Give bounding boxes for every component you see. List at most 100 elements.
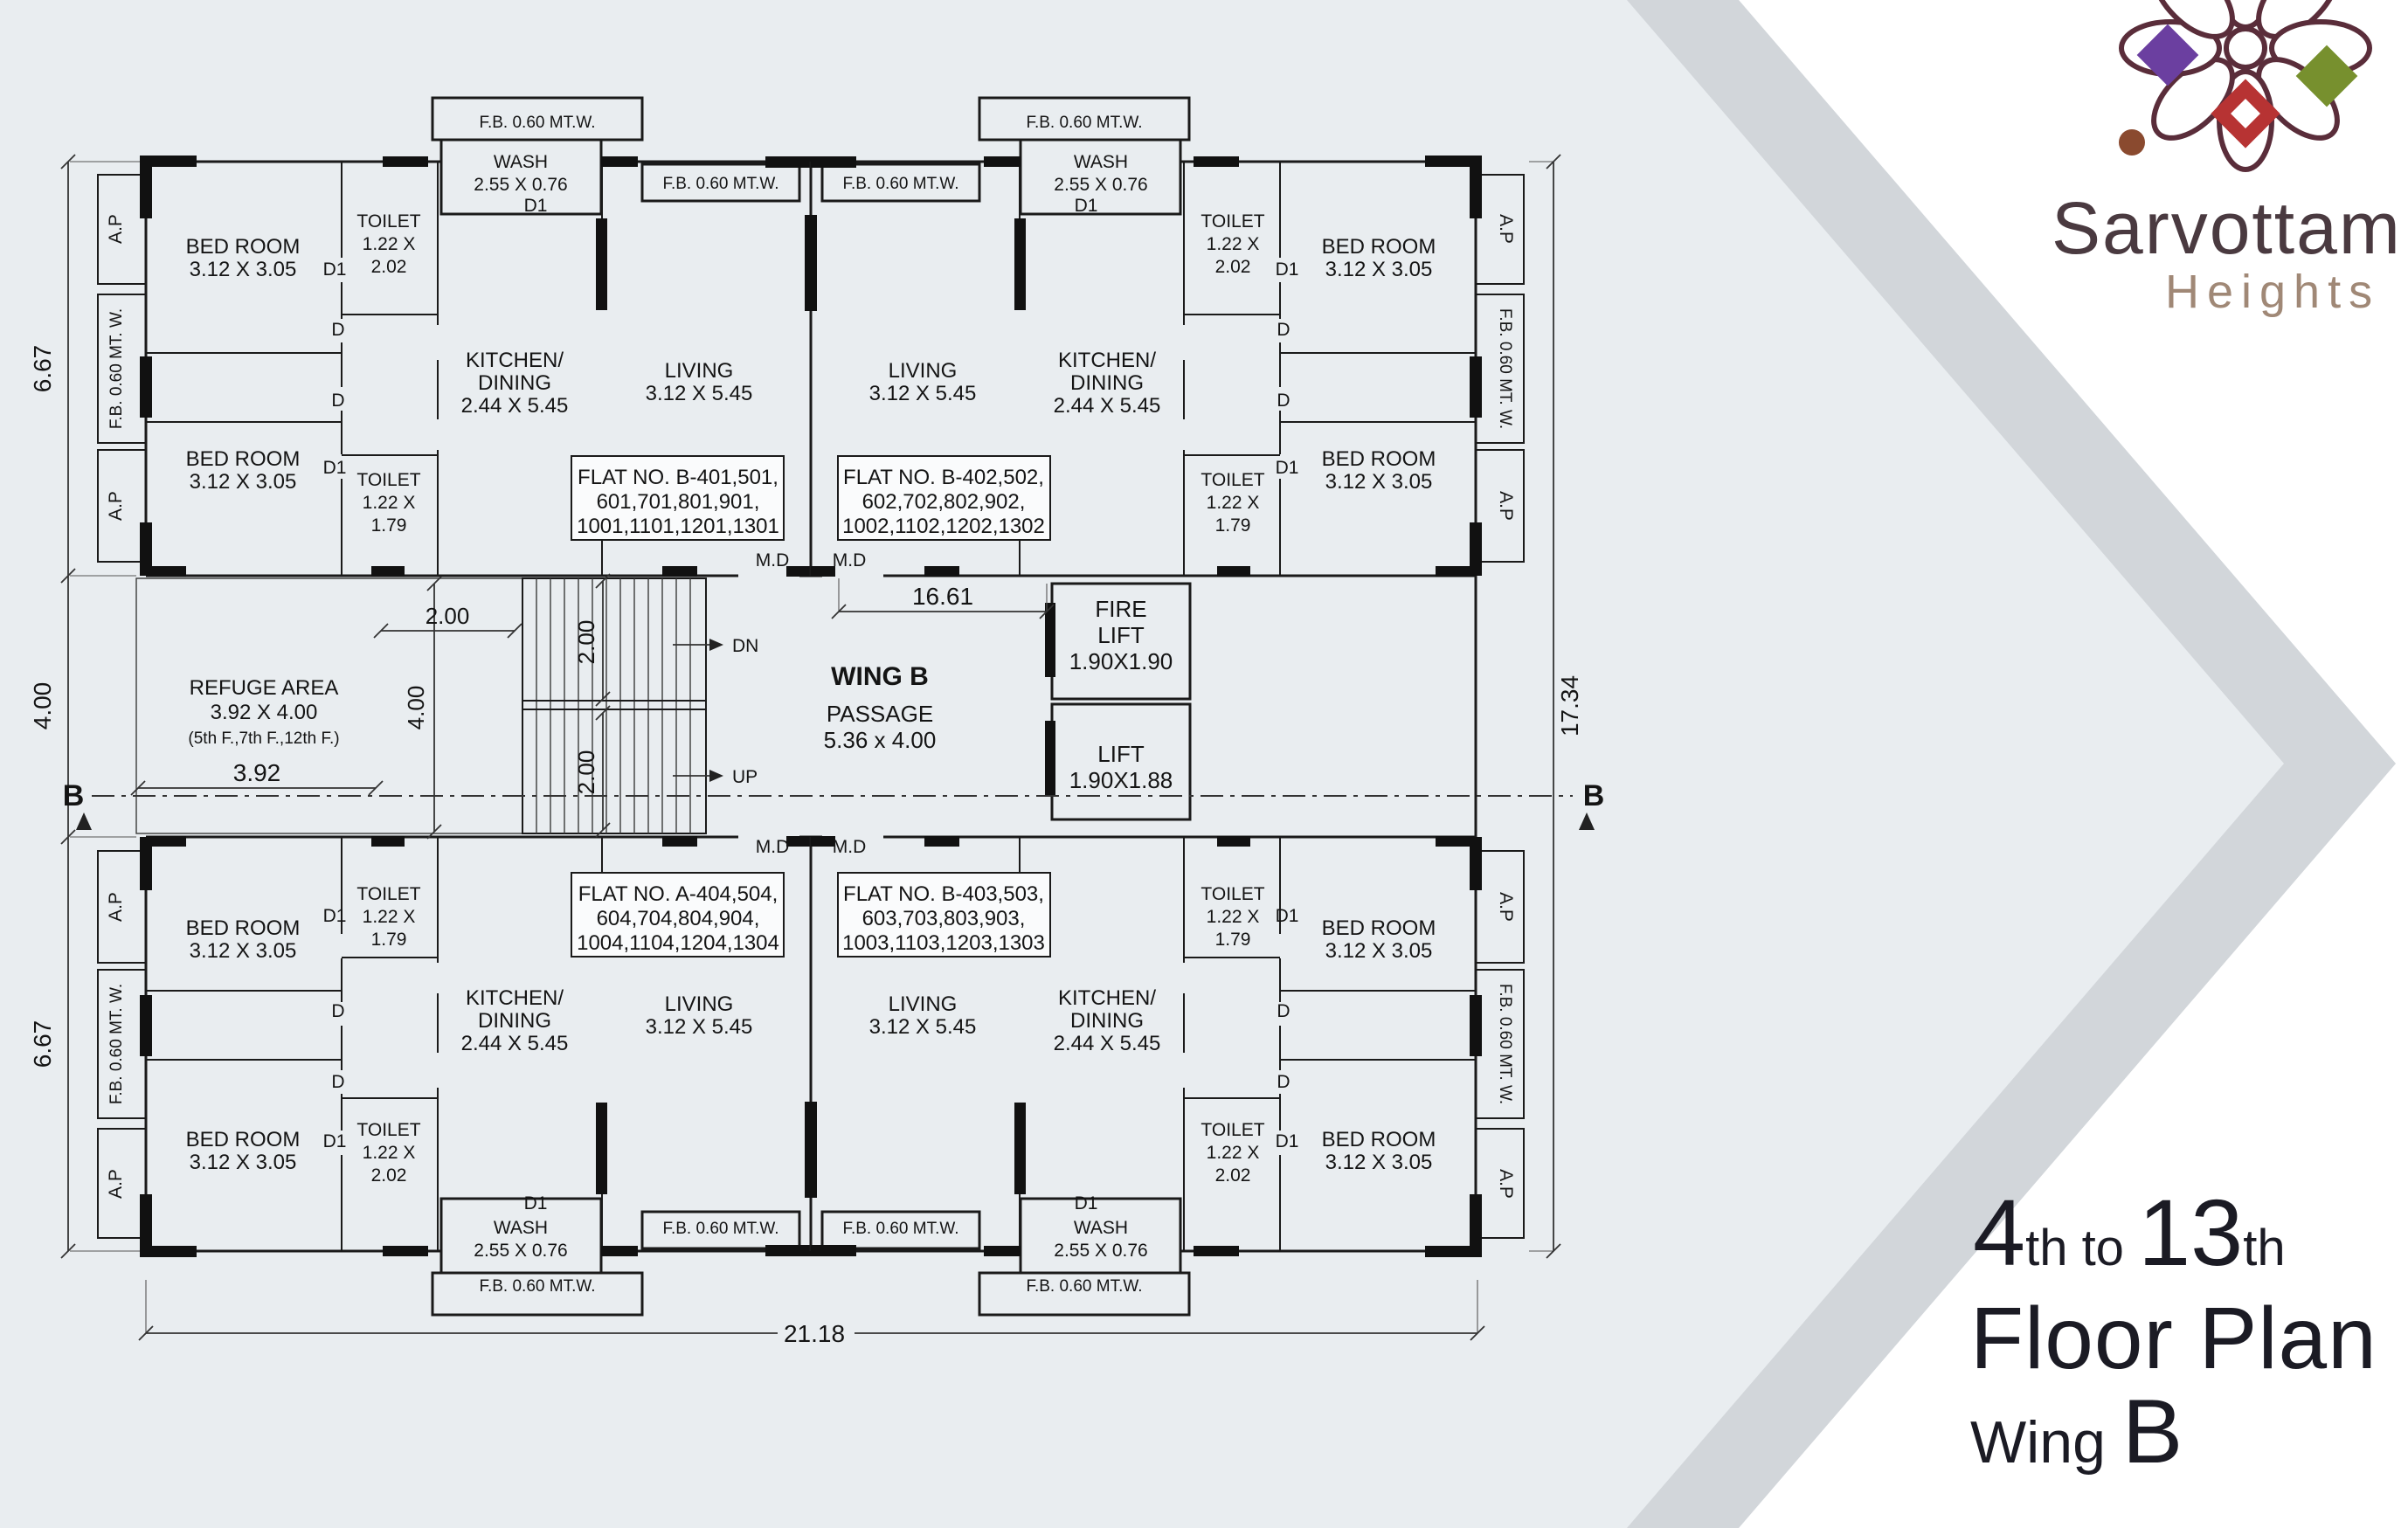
room-label-wash: WASH xyxy=(1074,1218,1128,1238)
flat-number-tl: 601,701,801,901, xyxy=(597,490,760,514)
dim-wing-mid: 4.00 xyxy=(29,682,56,730)
room-dim-toilet: 2.02 xyxy=(1215,257,1251,277)
fire-lift-label: FIRE xyxy=(1095,596,1146,622)
room-dim-kitchen: 2.44 X 5.45 xyxy=(1054,1032,1161,1055)
section-arrow-right xyxy=(1579,812,1595,830)
room-dim-kitchen: 2.44 X 5.45 xyxy=(1054,394,1161,418)
dim-stair-flight: 2.00 xyxy=(426,603,470,629)
door-label: D1 xyxy=(524,196,548,216)
flat-number-br: 1003,1103,1203,1303 xyxy=(842,931,1045,955)
ap-label: A.P xyxy=(1496,892,1516,922)
room-dim-bedroom: 3.12 X 3.05 xyxy=(190,258,297,281)
stair-dn-label: DN xyxy=(732,636,758,656)
section-mark-left: B xyxy=(63,779,85,812)
room-label-toilet: TOILET xyxy=(356,1120,420,1140)
door-label: D xyxy=(331,320,344,340)
ap-label: A.P xyxy=(106,892,126,922)
dimension-ticks xyxy=(60,154,1561,1341)
dim-total-width: 21.18 xyxy=(784,1320,845,1347)
lift-label: LIFT xyxy=(1097,741,1145,767)
flower-bed-label: F.B. 0.60 MT.W. xyxy=(662,1220,778,1238)
room-dim-living: 3.12 X 5.45 xyxy=(869,382,977,405)
main-door-label: M.D xyxy=(833,550,867,570)
room-label-kitchen: KITCHEN/ xyxy=(466,986,564,1010)
flat-number-br: 603,703,803,903, xyxy=(862,907,1026,930)
room-dim-bedroom: 3.12 X 3.05 xyxy=(190,470,297,494)
stair-risers xyxy=(536,578,691,833)
room-label-wash: WASH xyxy=(1074,152,1128,172)
room-label-kitchen: KITCHEN/ xyxy=(466,349,564,372)
room-dim-wash: 2.55 X 0.76 xyxy=(474,1241,567,1261)
flower-bed-label: F.B. 0.60 MT. W. xyxy=(107,984,126,1104)
room-label-living: LIVING xyxy=(889,359,958,383)
room-label-living: LIVING xyxy=(889,992,958,1016)
wing-letter: B xyxy=(2122,1381,2183,1483)
door-label: D1 xyxy=(1075,1193,1098,1213)
door-label: D1 xyxy=(1276,1131,1299,1151)
door-label: D xyxy=(331,1072,344,1092)
door-label: D xyxy=(1277,1072,1290,1092)
room-label-kitchen: DINING xyxy=(478,371,551,395)
dim-flight-width: 2.00 xyxy=(573,620,599,665)
door-label: D1 xyxy=(1276,906,1299,926)
dn-arrow xyxy=(709,639,723,651)
flat-number-bl: FLAT NO. A-404,504, xyxy=(578,882,778,906)
flat-number-br: FLAT NO. B-403,503, xyxy=(843,882,1044,906)
room-dim-toilet: 1.22 X xyxy=(1207,907,1260,927)
flat-number-bl: 604,704,804,904, xyxy=(597,907,760,930)
flat-number-bl: 1004,1104,1204,1304 xyxy=(577,931,779,955)
room-label-bedroom: BED ROOM xyxy=(186,916,301,940)
refuge-area-label: REFUGE AREA xyxy=(190,676,339,700)
flower-bed-label: F.B. 0.60 MT.W. xyxy=(1026,1277,1142,1296)
flower-bed-label: F.B. 0.60 MT.W. xyxy=(842,1220,958,1238)
section-mark-right: B xyxy=(1583,779,1605,812)
core-walls xyxy=(135,576,1477,837)
dim-refuge-width: 3.92 xyxy=(233,759,281,786)
door-label: D xyxy=(1277,391,1290,411)
flat-bl-labels: BED ROOM 3.12 X 3.05 BED ROOM 3.12 X 3.0… xyxy=(106,837,789,1296)
stair-up-label: UP xyxy=(732,767,758,787)
room-dim-wash: 2.55 X 0.76 xyxy=(1054,175,1147,195)
room-label-toilet: TOILET xyxy=(1201,211,1264,232)
room-dim-wash: 2.55 X 0.76 xyxy=(474,175,567,195)
room-dim-toilet: 1.22 X xyxy=(1207,493,1260,513)
room-dim-bedroom: 3.12 X 3.05 xyxy=(1325,939,1433,963)
room-label-wash: WASH xyxy=(494,152,548,172)
door-label: D1 xyxy=(1075,196,1098,216)
fire-lift-dim: 1.90X1.90 xyxy=(1069,648,1173,674)
up-arrow xyxy=(709,770,723,782)
flat-number-tr: 1002,1102,1202,1302 xyxy=(842,515,1045,538)
flat-number-tr: FLAT NO. B-402,502, xyxy=(843,466,1044,489)
core-labels: WING B PASSAGE 5.36 x 4.00 FIRE LIFT 1.9… xyxy=(188,596,1173,793)
flower-bed-label: F.B. 0.60 MT. W. xyxy=(107,308,126,429)
room-label-bedroom: BED ROOM xyxy=(186,1128,301,1151)
room-label-bedroom: BED ROOM xyxy=(1322,1128,1436,1151)
room-dim-living: 3.12 X 5.45 xyxy=(646,382,753,405)
room-label-bedroom: BED ROOM xyxy=(1322,916,1436,940)
flower-bed-label: F.B. 0.60 MT.W. xyxy=(1026,114,1142,132)
passage-dim: 5.36 x 4.00 xyxy=(824,727,937,753)
floor-range-end: 13 xyxy=(2138,1179,2243,1285)
logo-dot xyxy=(2119,129,2145,156)
room-dim-living: 3.12 X 5.45 xyxy=(646,1015,753,1039)
flower-bed-label: F.B. 0.60 MT.W. xyxy=(479,114,595,132)
branding-block: Sarvottam Heights xyxy=(2052,187,2400,318)
door-label: D1 xyxy=(1276,259,1299,280)
room-label-kitchen: KITCHEN/ xyxy=(1058,986,1156,1010)
flower-bed-label: F.B. 0.60 MT. W. xyxy=(1496,984,1514,1104)
dimension-lines xyxy=(60,154,1595,1341)
flower-bed-label: F.B. 0.60 MT.W. xyxy=(479,1277,595,1296)
room-label-toilet: TOILET xyxy=(356,211,420,232)
room-dim-toilet: 1.79 xyxy=(371,515,407,536)
main-door-label: M.D xyxy=(756,837,790,857)
dimension-labels: 6.67 4.00 6.67 17.34 21.18 16.61 3.92 2.… xyxy=(29,345,1604,1347)
sheet-title: Floor Plan xyxy=(1970,1289,2377,1387)
room-label-toilet: TOILET xyxy=(356,884,420,904)
room-label-toilet: TOILET xyxy=(1201,884,1264,904)
floor-range: 4th to 13th xyxy=(1973,1179,2286,1285)
room-label-living: LIVING xyxy=(665,992,734,1016)
room-dim-bedroom: 3.12 X 3.05 xyxy=(190,1151,297,1174)
room-label-bedroom: BED ROOM xyxy=(1322,235,1436,259)
dim-flight-width: 2.00 xyxy=(573,750,599,795)
